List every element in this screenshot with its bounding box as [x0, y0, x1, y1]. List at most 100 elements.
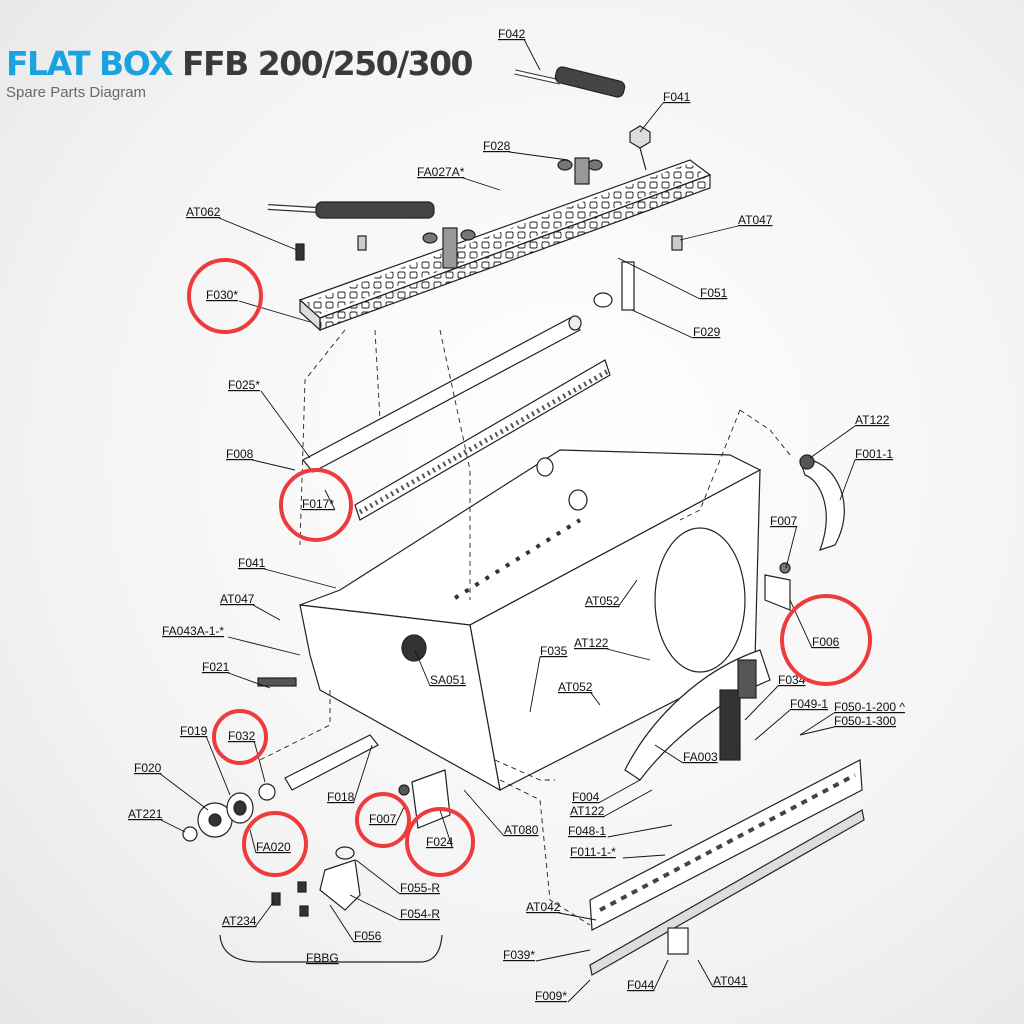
part-label-f028: F028	[483, 139, 511, 153]
leader-f024	[439, 809, 453, 849]
part-label-f054: F054-R	[400, 907, 440, 921]
leader-f019	[205, 736, 231, 796]
lower-wing-nut	[422, 227, 476, 269]
part-label-at234: AT234	[222, 914, 257, 928]
part-label-fa027a: FA027A*	[417, 165, 465, 179]
part-label-f018: F018	[327, 790, 355, 804]
screws-top	[295, 235, 683, 311]
part-label-f004: F004	[572, 790, 600, 804]
leader-f050a	[799, 712, 835, 736]
leader-at042	[558, 912, 597, 921]
leader-f017	[324, 489, 336, 511]
part-label-at042: AT042	[526, 900, 561, 914]
leader-f041b	[264, 568, 337, 589]
leader-f032	[253, 741, 266, 783]
leader-f039	[535, 949, 591, 962]
part-label-at122c: AT122	[570, 804, 605, 818]
leader-f006	[789, 599, 813, 649]
part-label-f044: F044	[627, 978, 655, 992]
part-label-f039: F039*	[503, 948, 535, 962]
side-bracket	[764, 562, 791, 611]
leader-f034	[744, 685, 779, 721]
part-label-f008: F008	[226, 447, 254, 461]
leader-f048	[607, 824, 673, 838]
leader-fa003	[654, 744, 684, 764]
leader-at047a	[679, 225, 739, 241]
part-label-at080: AT080	[504, 823, 539, 837]
leader-fa020	[249, 829, 257, 854]
part-label-f050a: F050-1-200 ^	[834, 700, 905, 714]
parts-drawing	[182, 66, 865, 976]
part-label-at052b: AT052	[558, 680, 593, 694]
leader-at052b	[590, 692, 601, 706]
shaft	[302, 315, 582, 473]
highlight-c-fa020	[242, 811, 308, 877]
part-label-fbbg: FBBG	[306, 951, 339, 965]
part-label-f032: F032	[228, 729, 256, 743]
part-label-at047a: AT047	[738, 213, 773, 227]
leader-lines	[160, 39, 856, 1003]
part-label-f011: F011-1-*	[570, 845, 616, 859]
part-label-f020: F020	[134, 761, 162, 775]
part-label-f042: F042	[498, 27, 526, 41]
part-label-f021: F021	[202, 660, 230, 674]
part-label-f056: F056	[354, 929, 382, 943]
blade	[354, 359, 612, 521]
pressure-plate	[298, 159, 712, 332]
leader-f055	[355, 859, 401, 895]
part-label-fa043a: FA043A-1-*	[162, 624, 224, 638]
leader-f042	[524, 39, 541, 71]
part-label-f025: F025*	[228, 378, 260, 392]
top-nut	[629, 125, 651, 171]
leader-f029	[631, 309, 694, 339]
leader-at122b	[606, 648, 651, 661]
highlight-c-f006	[780, 594, 872, 686]
highlight-c-f030	[187, 258, 263, 334]
leader-f007a	[785, 526, 797, 569]
leader-f007b	[394, 804, 406, 826]
leader-f028	[509, 151, 569, 161]
upper-wing-nut	[557, 157, 603, 185]
highlight-c-f032	[212, 709, 268, 765]
leader-f030	[238, 300, 311, 323]
upper-spring-handle	[514, 66, 626, 98]
part-label-f050b: F050-1-300	[834, 714, 896, 728]
leader-fa043a	[227, 636, 301, 656]
model-name: FFB 200/250/300	[182, 44, 474, 83]
part-label-f024: F024	[426, 835, 454, 849]
part-label-f049: F049-1	[790, 697, 828, 711]
part-label-at122a: AT122	[855, 413, 890, 427]
leader-f054	[349, 894, 401, 921]
part-label-sa051: SA051	[430, 673, 466, 687]
leader-f041a	[639, 102, 664, 133]
part-label-f048: F048-1	[568, 824, 606, 838]
part-label-f007b: F007	[369, 812, 397, 826]
part-labels: F042F041F028FA027A*AT062AT047F030*F051F0…	[128, 27, 905, 1003]
part-label-at047b: AT047	[220, 592, 255, 606]
leader-fa027a	[463, 177, 501, 191]
highlight-c-f024	[405, 807, 475, 877]
highlight-c-f007	[355, 792, 411, 848]
wheel-assembly	[182, 677, 379, 842]
part-label-f041b: F041	[238, 556, 266, 570]
leader-at234	[254, 899, 276, 928]
diagram-subtitle: Spare Parts Diagram	[6, 84, 147, 101]
part-label-at221: AT221	[128, 807, 163, 821]
leader-at052a	[617, 579, 638, 608]
part-label-f041a: F041	[663, 90, 691, 104]
leader-f011	[622, 854, 666, 859]
bottom-rail	[589, 759, 865, 976]
side-plate	[398, 769, 451, 829]
part-label-fa020: FA020	[256, 840, 291, 854]
assembly-guides	[259, 329, 791, 926]
highlight-circles	[187, 258, 872, 877]
clamp-parts	[219, 846, 443, 963]
leader-f001	[839, 459, 856, 501]
side-gauge	[799, 454, 845, 551]
leader-at122c	[602, 789, 653, 818]
leader-f035	[529, 656, 541, 713]
leader-f044	[652, 959, 669, 992]
box-body	[299, 449, 762, 792]
leader-f020	[160, 773, 209, 811]
knob	[401, 634, 427, 662]
